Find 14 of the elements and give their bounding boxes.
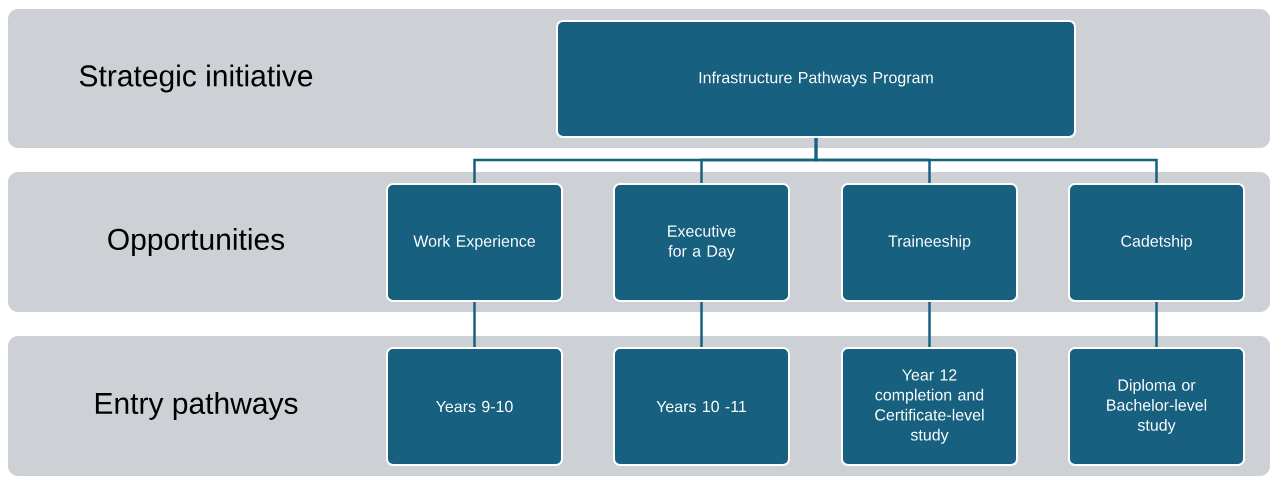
- program-box: Executive for a Day: [613, 183, 790, 302]
- program-box: Diploma or Bachelor-level study: [1068, 347, 1245, 466]
- program-box: Years 10 -11: [613, 347, 790, 466]
- connector-line: [1155, 302, 1158, 347]
- program-box: Years 9-10: [386, 347, 563, 466]
- program-box: Traineeship: [841, 183, 1018, 302]
- connector-line: [814, 138, 1158, 183]
- program-box: Work Experience: [386, 183, 563, 302]
- program-box: Cadetship: [1068, 183, 1245, 302]
- connector-line: [473, 302, 476, 347]
- program-box: Infrastructure Pathways Program: [556, 20, 1076, 138]
- connector-line: [700, 302, 703, 347]
- program-box: Year 12 completion and Certificate-level study: [841, 347, 1018, 466]
- connector-line: [928, 302, 931, 347]
